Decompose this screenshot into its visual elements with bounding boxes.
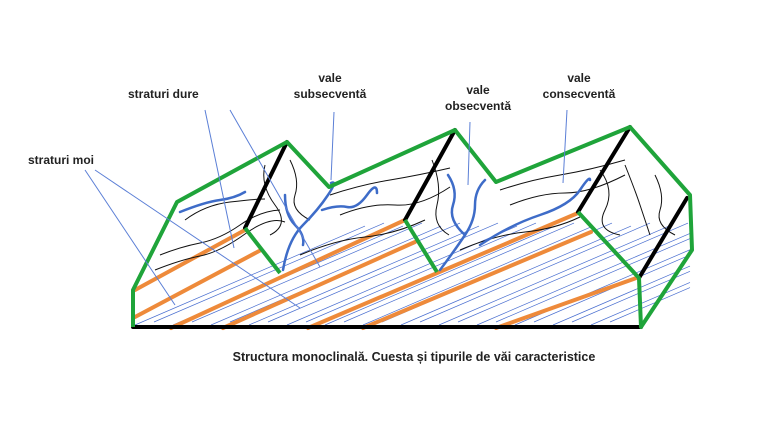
bedding-line	[267, 222, 499, 323]
bedding-line	[400, 225, 632, 326]
rivers	[178, 173, 592, 272]
bedding-line	[343, 222, 575, 323]
label-subsequent-valley: vale subsecventă	[290, 70, 370, 102]
bedding-line	[609, 287, 691, 323]
label-hard-layers: straturi dure	[128, 87, 199, 101]
bedding-line	[495, 238, 691, 323]
label-soft-layers: straturi moi	[28, 153, 95, 167]
bedding-line	[134, 225, 366, 326]
scarps	[131, 125, 689, 329]
label-line: vale	[466, 83, 490, 97]
bedding-line	[210, 225, 442, 326]
label-line: obsecventă	[444, 99, 512, 113]
label-line: vale	[567, 71, 591, 85]
bedding-line	[305, 222, 537, 323]
bedding-line	[457, 222, 689, 323]
bedding-line	[324, 225, 556, 326]
label-obsequent-valley: vale obsecventă	[438, 82, 518, 114]
label-line: vale	[318, 71, 342, 85]
bedding-line	[191, 222, 423, 323]
pointer-arrows	[84, 109, 568, 309]
bedding-line	[362, 225, 594, 326]
caption: Structura monoclinală. Cuesta și tipuril…	[232, 350, 596, 364]
label-line: consecventă	[542, 87, 616, 101]
hard-layers	[133, 211, 641, 330]
bedding-line	[438, 225, 670, 326]
surface-outline	[131, 125, 694, 329]
label-consequent-valley: vale consecventă	[534, 70, 624, 102]
bedding-line	[419, 222, 651, 323]
bedding-line	[248, 225, 480, 326]
dip-slope-lines	[154, 159, 676, 271]
bedding-line	[552, 265, 691, 326]
label-line: subsecventă	[293, 87, 367, 101]
